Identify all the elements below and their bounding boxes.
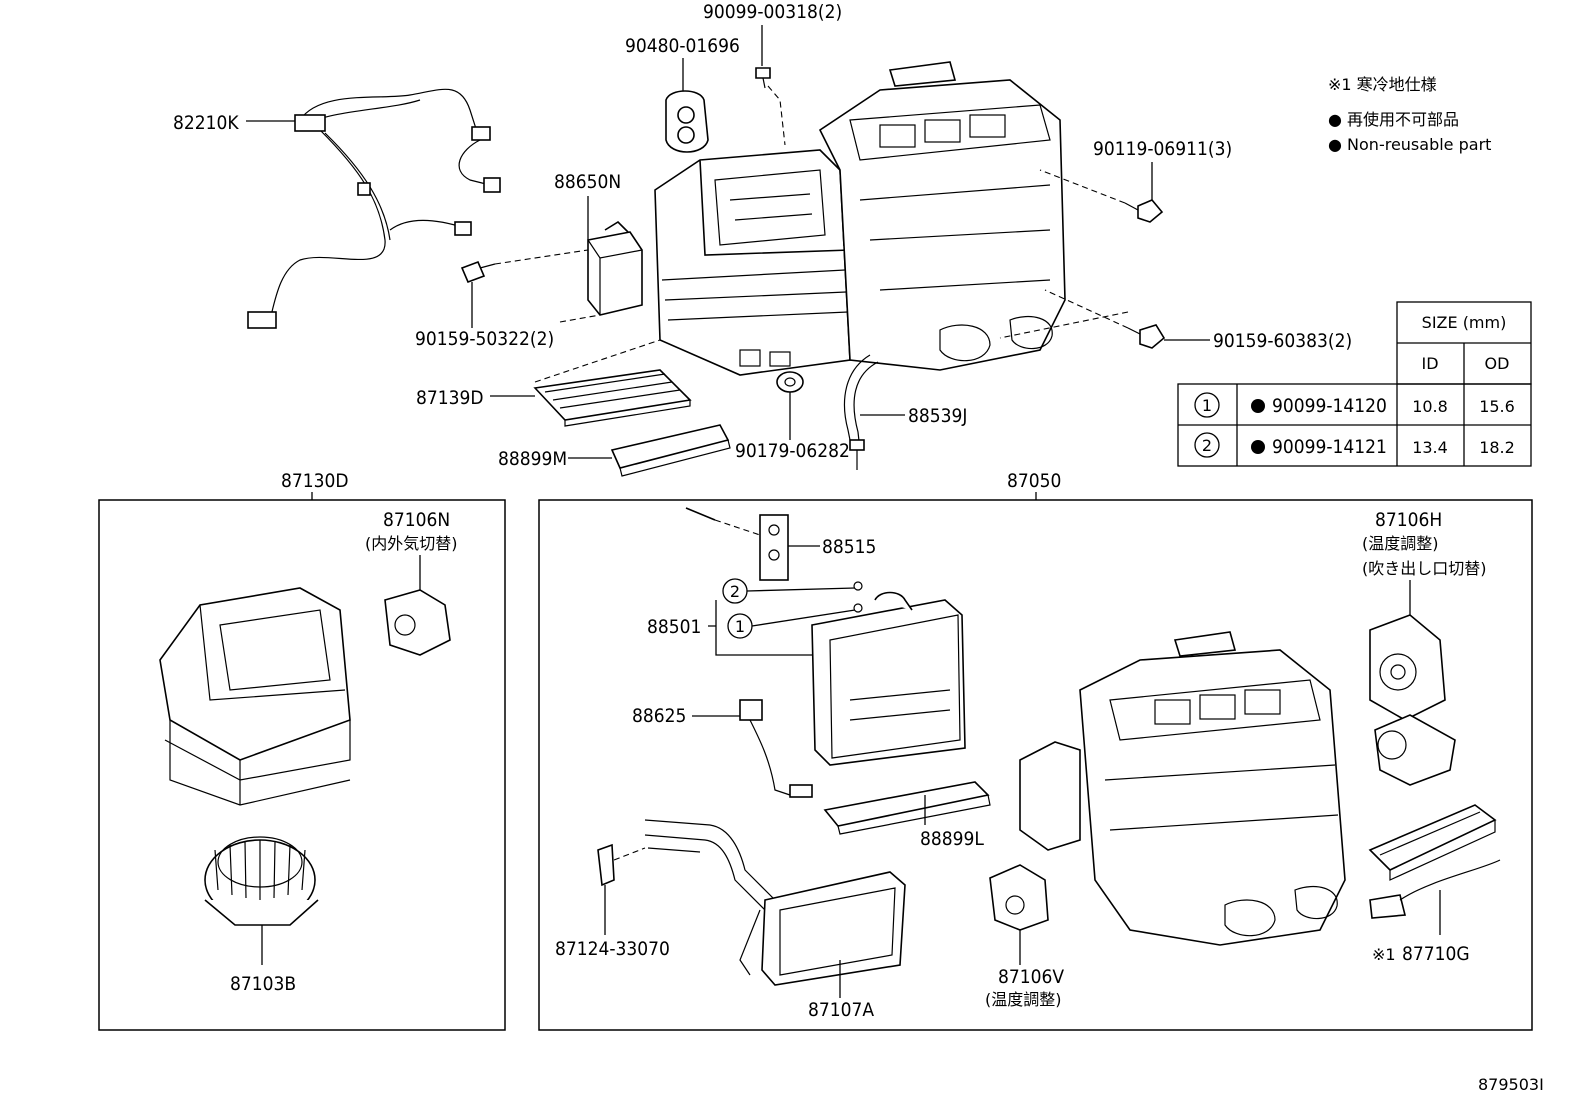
legend: ※1 寒冷地仕様 ● 再使用不可部品 ● Non-reusable part — [1328, 75, 1491, 154]
part-label-87050[interactable]: 87050 — [1007, 470, 1061, 492]
callout-1: 1 — [735, 617, 745, 636]
size-table-col-od: OD — [1485, 354, 1510, 373]
size-table-header: SIZE (mm) — [1422, 313, 1507, 332]
size-table: SIZE (mm) ID OD 1 90099-14120 10.8 15.6 … — [1177, 301, 1532, 467]
bolt-icon — [1124, 199, 1164, 223]
size-table-col-id: ID — [1421, 354, 1438, 373]
hvac-assembly-box — [538, 499, 1533, 1031]
bolt-icon — [1127, 324, 1166, 349]
part-label-88501[interactable]: 88501 — [647, 616, 701, 638]
row-od: 18.2 — [1479, 438, 1515, 457]
heater-core-icon — [761, 871, 906, 986]
legend-non-reusable-en: ● Non-reusable part — [1328, 135, 1491, 154]
clamp-icon — [597, 843, 615, 887]
part-label-87106V[interactable]: 87106V — [998, 966, 1064, 988]
part-label-90119-06911[interactable]: 90119-06911(3) — [1093, 138, 1232, 160]
part-label-82210K[interactable]: 82210K — [173, 112, 239, 134]
expansion-valve-icon — [685, 507, 789, 581]
screw-icon — [755, 67, 771, 89]
hvac-case-drawing — [1019, 631, 1346, 946]
legend-non-reusable-jp: ● 再使用不可部品 — [1328, 110, 1459, 129]
part-prefix-87710G: ※1 — [1372, 945, 1396, 964]
legend-note-cold-region: ※1 寒冷地仕様 — [1328, 75, 1437, 94]
part-label-88650N[interactable]: 88650N — [554, 171, 621, 193]
callout-2: 2 — [730, 582, 740, 601]
part-label-88539J[interactable]: 88539J — [908, 405, 967, 427]
part-label-87124-33070[interactable]: 87124-33070 — [555, 938, 670, 960]
part-label-88625[interactable]: 88625 — [632, 705, 686, 727]
screw-icon — [460, 260, 496, 284]
hvac-unit-drawing — [654, 61, 1066, 376]
part-note-87106N: (内外気切替) — [365, 534, 458, 553]
evaporator-cover-icon — [823, 781, 991, 835]
temperature-sensor-icon — [739, 699, 813, 798]
actuator-icon — [384, 589, 451, 656]
part-label-90179-06282[interactable]: 90179-06282 — [735, 440, 850, 462]
nut-icon — [776, 371, 804, 393]
part-label-88899L[interactable]: 88899L — [920, 828, 984, 850]
part-label-87130D[interactable]: 87130D — [281, 470, 349, 492]
part-label-87103B[interactable]: 87103B — [230, 973, 296, 995]
drain-hose-icon — [843, 354, 879, 470]
row-part-number[interactable]: 90099-14120 — [1272, 395, 1387, 417]
row-od: 15.6 — [1479, 397, 1515, 416]
non-reusable-dot-icon — [1251, 399, 1265, 413]
part-note-87106V: (温度調整) — [985, 990, 1062, 1009]
blower-case-drawing — [159, 587, 351, 806]
part-label-87106N[interactable]: 87106N — [383, 509, 450, 531]
size-table-row: 1 90099-14120 10.8 15.6 — [1194, 392, 1515, 418]
ptc-heater-icon — [1368, 804, 1501, 919]
row-id: 10.8 — [1412, 397, 1448, 416]
part-label-88515[interactable]: 88515 — [822, 536, 876, 558]
blower-assembly-box — [98, 499, 506, 1031]
row-ref: 2 — [1202, 436, 1212, 455]
actuator-icon — [1369, 614, 1456, 786]
size-table-row: 2 90099-14121 13.4 18.2 — [1194, 432, 1515, 458]
part-label-87710G[interactable]: 87710G — [1402, 943, 1470, 965]
part-label-90480-01696[interactable]: 90480-01696 — [625, 35, 740, 57]
grommet-icon — [665, 90, 709, 153]
row-part-number[interactable]: 90099-14121 — [1272, 436, 1387, 458]
part-label-90159-60383[interactable]: 90159-60383(2) — [1213, 330, 1352, 352]
part-label-90099-00318[interactable]: 90099-00318(2) — [703, 1, 842, 23]
diagram-id: 879503I — [1478, 1075, 1544, 1094]
blower-motor-icon — [204, 836, 319, 926]
filter-cover-icon — [610, 424, 731, 477]
part-label-87139D[interactable]: 87139D — [416, 387, 484, 409]
evaporator-icon — [811, 591, 966, 766]
non-reusable-dot-icon — [1251, 440, 1265, 454]
row-id: 13.4 — [1412, 438, 1448, 457]
amplifier-module-icon — [587, 220, 643, 316]
part-label-87106H[interactable]: 87106H — [1375, 509, 1442, 531]
row-ref: 1 — [1202, 396, 1212, 415]
part-label-87107A[interactable]: 87107A — [808, 999, 874, 1021]
part-label-90159-50322[interactable]: 90159-50322(2) — [415, 328, 554, 350]
part-label-88899M[interactable]: 88899M — [498, 448, 567, 470]
part-note-87106H-mode: (吹き出し口切替) — [1362, 559, 1487, 578]
heater-pipe-icon — [644, 819, 781, 976]
air-filter-icon — [533, 369, 692, 427]
actuator-icon — [989, 864, 1049, 931]
wire-harness-drawing — [247, 88, 501, 329]
part-note-87106H-temp: (温度調整) — [1362, 534, 1439, 553]
